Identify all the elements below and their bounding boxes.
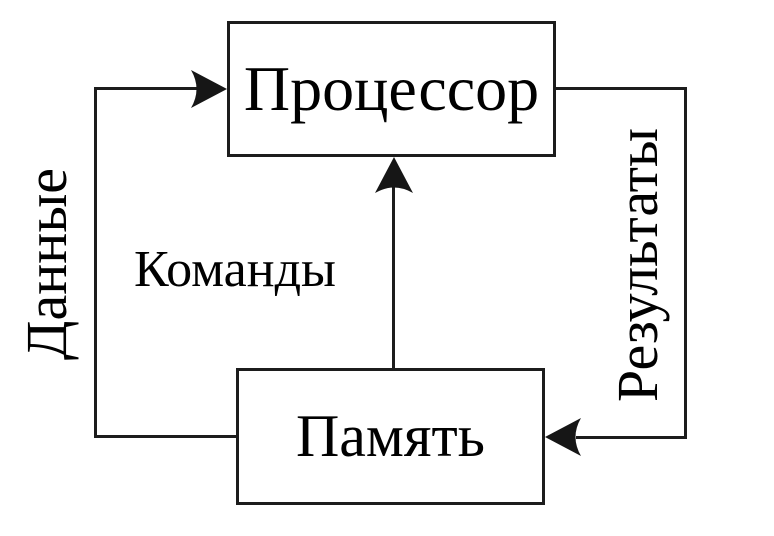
memory-label: Память (295, 403, 486, 469)
commands-edge-label: Команды (134, 244, 336, 296)
results-edge-bottom-line (576, 436, 687, 439)
data-edge-label-text: Данные (13, 167, 79, 361)
results-edge-label: Результаты (605, 85, 670, 445)
commands-edge-label-text: Команды (134, 241, 336, 298)
data-edge-vertical-line (94, 87, 97, 438)
results-edge-vertical-line (684, 87, 687, 439)
data-edge-top-line (94, 87, 200, 90)
arrowhead-left-icon (545, 418, 581, 456)
results-edge-label-text: Результаты (604, 128, 670, 402)
arrowhead-up-icon (375, 157, 413, 193)
processor-label: Процессор (243, 53, 540, 124)
processor-node: Процессор (227, 21, 556, 157)
results-edge-top-line (556, 87, 687, 90)
data-edge-bottom-line (94, 435, 238, 438)
data-edge-label: Данные (14, 114, 79, 414)
memory-node: Память (236, 368, 545, 505)
arrowhead-right-icon (191, 70, 227, 108)
commands-edge-line (392, 186, 395, 368)
